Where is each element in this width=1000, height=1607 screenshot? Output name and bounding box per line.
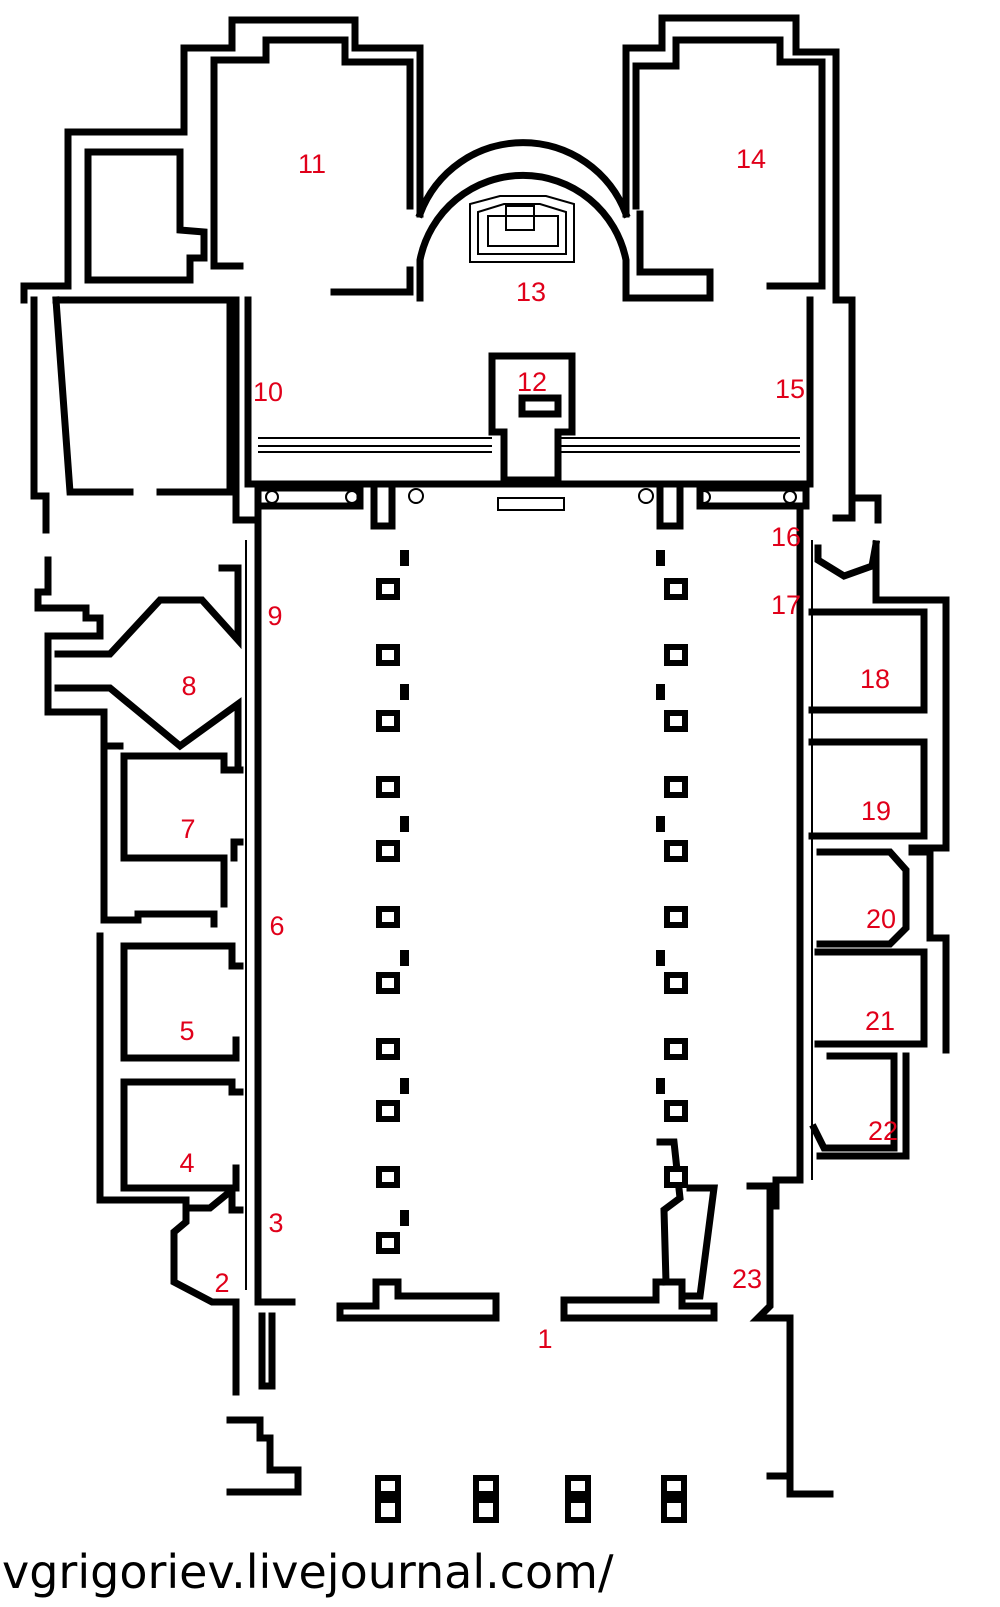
room-label-6: 6 (269, 911, 284, 941)
apse-13 (415, 139, 631, 302)
transept (244, 296, 814, 530)
nave-pilaster-3 (400, 816, 409, 832)
chapel-11-walls (20, 16, 424, 304)
nave-column-15 (664, 776, 688, 798)
room-label-15: 15 (775, 374, 805, 404)
chapel-14-walls (622, 14, 856, 522)
nave-column-20 (664, 1100, 688, 1122)
nave-pilaster-8 (656, 684, 665, 700)
room-label-3: 3 (268, 1208, 283, 1238)
room-label-7: 7 (180, 814, 195, 844)
room-label-12: 12 (517, 367, 547, 397)
room-label-11: 11 (298, 149, 326, 179)
nave-pilaster-5 (400, 1078, 409, 1094)
nave-pilaster-10 (656, 950, 665, 966)
room-label-13: 13 (516, 277, 546, 307)
nave-pilaster-2 (400, 684, 409, 700)
room-label-2: 2 (214, 1268, 229, 1298)
nave-walls (245, 506, 813, 1306)
room-label-19: 19 (861, 796, 891, 826)
nave-column-16 (664, 840, 688, 862)
nave-column-10 (376, 1166, 400, 1188)
room-label-1: 1 (537, 1324, 552, 1354)
room-label-4: 4 (179, 1148, 194, 1178)
nave-pilaster-7 (656, 550, 665, 566)
room-label-23: 23 (732, 1264, 762, 1294)
room-label-22: 22 (868, 1116, 898, 1146)
room-label-17: 17 (771, 590, 801, 620)
room-label-9: 9 (267, 601, 282, 631)
watermark-text: vgrigoriev.livejournal.com/ (2, 1545, 614, 1599)
nave-column-17 (664, 906, 688, 928)
nave-column-3 (376, 710, 400, 732)
left-annex-upper (30, 296, 262, 534)
room-label-5: 5 (179, 1016, 194, 1046)
nave-pilaster-4 (400, 950, 409, 966)
nave-column-4 (376, 776, 400, 798)
nave-column-18 (664, 972, 688, 994)
nave-column-2 (376, 644, 400, 666)
nave-column-11 (376, 1232, 400, 1254)
room-label-16: 16 (771, 522, 801, 552)
nave-pilaster-11 (656, 1078, 665, 1094)
nave-column-14 (664, 710, 688, 732)
room-label-8: 8 (181, 671, 196, 701)
nave-column-6 (376, 906, 400, 928)
nave-column-13 (664, 644, 688, 666)
right-chapels (808, 494, 950, 1160)
room-label-21: 21 (865, 1006, 895, 1036)
nave-column-8 (376, 1038, 400, 1060)
nave-column-5 (376, 840, 400, 862)
entrance-narthex (226, 1138, 834, 1498)
room-label-18: 18 (860, 664, 890, 694)
room-label-14: 14 (736, 144, 766, 174)
nave-column-7 (376, 972, 400, 994)
nave-pilaster-6 (400, 1210, 409, 1226)
nave-pilaster-9 (656, 816, 665, 832)
nave-column-9 (376, 1100, 400, 1122)
room-label-20: 20 (866, 904, 896, 934)
nave-column-19 (664, 1038, 688, 1060)
nave-column-12 (664, 578, 688, 600)
left-chapels (34, 556, 244, 1396)
nave-column-1 (376, 578, 400, 600)
porch-piers (375, 1475, 687, 1523)
nave-columns (376, 550, 688, 1254)
nave-column-21 (664, 1166, 688, 1188)
room-labels: 1 2 3 4 5 6 7 8 9 10 11 12 13 14 15 16 1… (179, 144, 898, 1354)
nave-pilaster-1 (400, 550, 409, 566)
room-label-10: 10 (253, 377, 283, 407)
